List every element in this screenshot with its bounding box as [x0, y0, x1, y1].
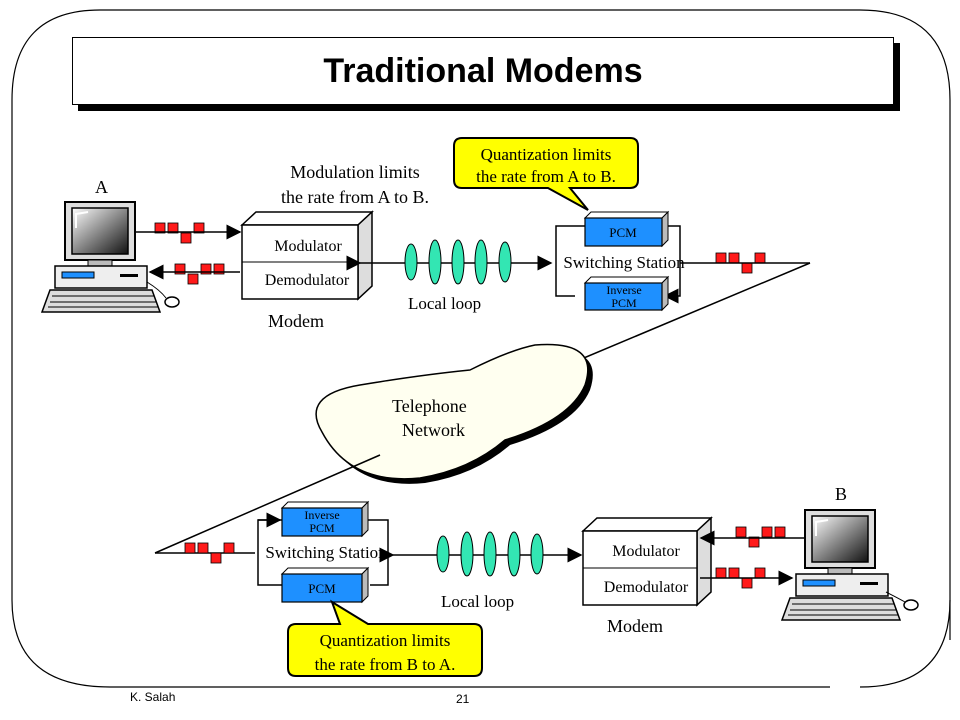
- computer-b-icon: [780, 509, 919, 621]
- pcm-a-box: [583, 210, 670, 248]
- host-b-label: B: [835, 484, 847, 504]
- network-label-line2: Network: [402, 420, 465, 440]
- trunk-a-diagonal: [559, 262, 811, 369]
- inverse-pcm-a-box: [583, 275, 670, 312]
- page-title: Traditional Modems: [323, 51, 643, 90]
- inverse-pcm-b-box: [280, 500, 370, 538]
- pcm-b-label: PCM: [308, 581, 336, 596]
- local-loop-a-wave: [404, 239, 512, 285]
- modem-b-demodulator: Demodulator: [604, 579, 689, 596]
- local-loop-b-label: Local loop: [441, 592, 514, 611]
- modulation-note-line2: the rate from A to B.: [281, 187, 429, 207]
- slide-border: [11, 9, 951, 688]
- callout-b-line2: the rate from B to A.: [315, 655, 456, 674]
- trunk-b-diagonal: [154, 454, 381, 554]
- inverse-pcm-b-line2: PCM: [309, 521, 335, 535]
- page-number: 21: [456, 692, 470, 706]
- modem-b-modulator: Modulator: [612, 543, 680, 560]
- switching-station-a-label: Switching Station: [563, 253, 685, 272]
- switching-a-bracket-right: [660, 225, 681, 304]
- pcm-a-label: PCM: [609, 225, 637, 240]
- callout-a-line2: the rate from A to B.: [476, 167, 616, 186]
- slide-border-corner: [859, 599, 951, 688]
- local-loop-a-label: Local loop: [408, 294, 481, 313]
- pcm-b-box: [280, 566, 370, 604]
- host-a-label: A: [95, 177, 108, 197]
- modulation-note-line1: Modulation limits: [290, 162, 420, 182]
- modem-a-label: Modem: [268, 311, 324, 331]
- network-label-line1: Telephone: [392, 396, 467, 416]
- modem-a-modulator: Modulator: [274, 238, 342, 255]
- bits-modem-to-a: [174, 263, 225, 285]
- callout-a-bubble: [453, 137, 639, 211]
- inverse-pcm-a-line2: PCM: [611, 296, 637, 310]
- local-loop-b-wave: [436, 531, 544, 577]
- modem-b-label: Modem: [607, 616, 663, 636]
- callout-b-line1: Quantization limits: [320, 631, 451, 650]
- bits-switch-b-out: [184, 542, 235, 564]
- bits-b-to-modem: [735, 526, 786, 548]
- footer-author: K. Salah: [130, 690, 176, 704]
- callout-b-bubble: [287, 599, 483, 677]
- switching-a-bracket-left: [555, 225, 585, 297]
- callout-a-line1: Quantization limits: [481, 145, 612, 164]
- inverse-pcm-b-line1: Inverse: [304, 508, 339, 522]
- telephone-network-cloud: [315, 343, 593, 484]
- inverse-pcm-a-line1: Inverse: [606, 283, 641, 297]
- modem-a-demodulator: Demodulator: [265, 272, 350, 289]
- modem-a-box: [240, 210, 374, 301]
- modem-b-box: [581, 516, 713, 607]
- bits-a-to-modem: [154, 222, 205, 244]
- computer-a-icon: [40, 201, 180, 313]
- title-box: Traditional Modems: [72, 37, 894, 105]
- switching-station-b-label: Switching Station: [265, 543, 387, 562]
